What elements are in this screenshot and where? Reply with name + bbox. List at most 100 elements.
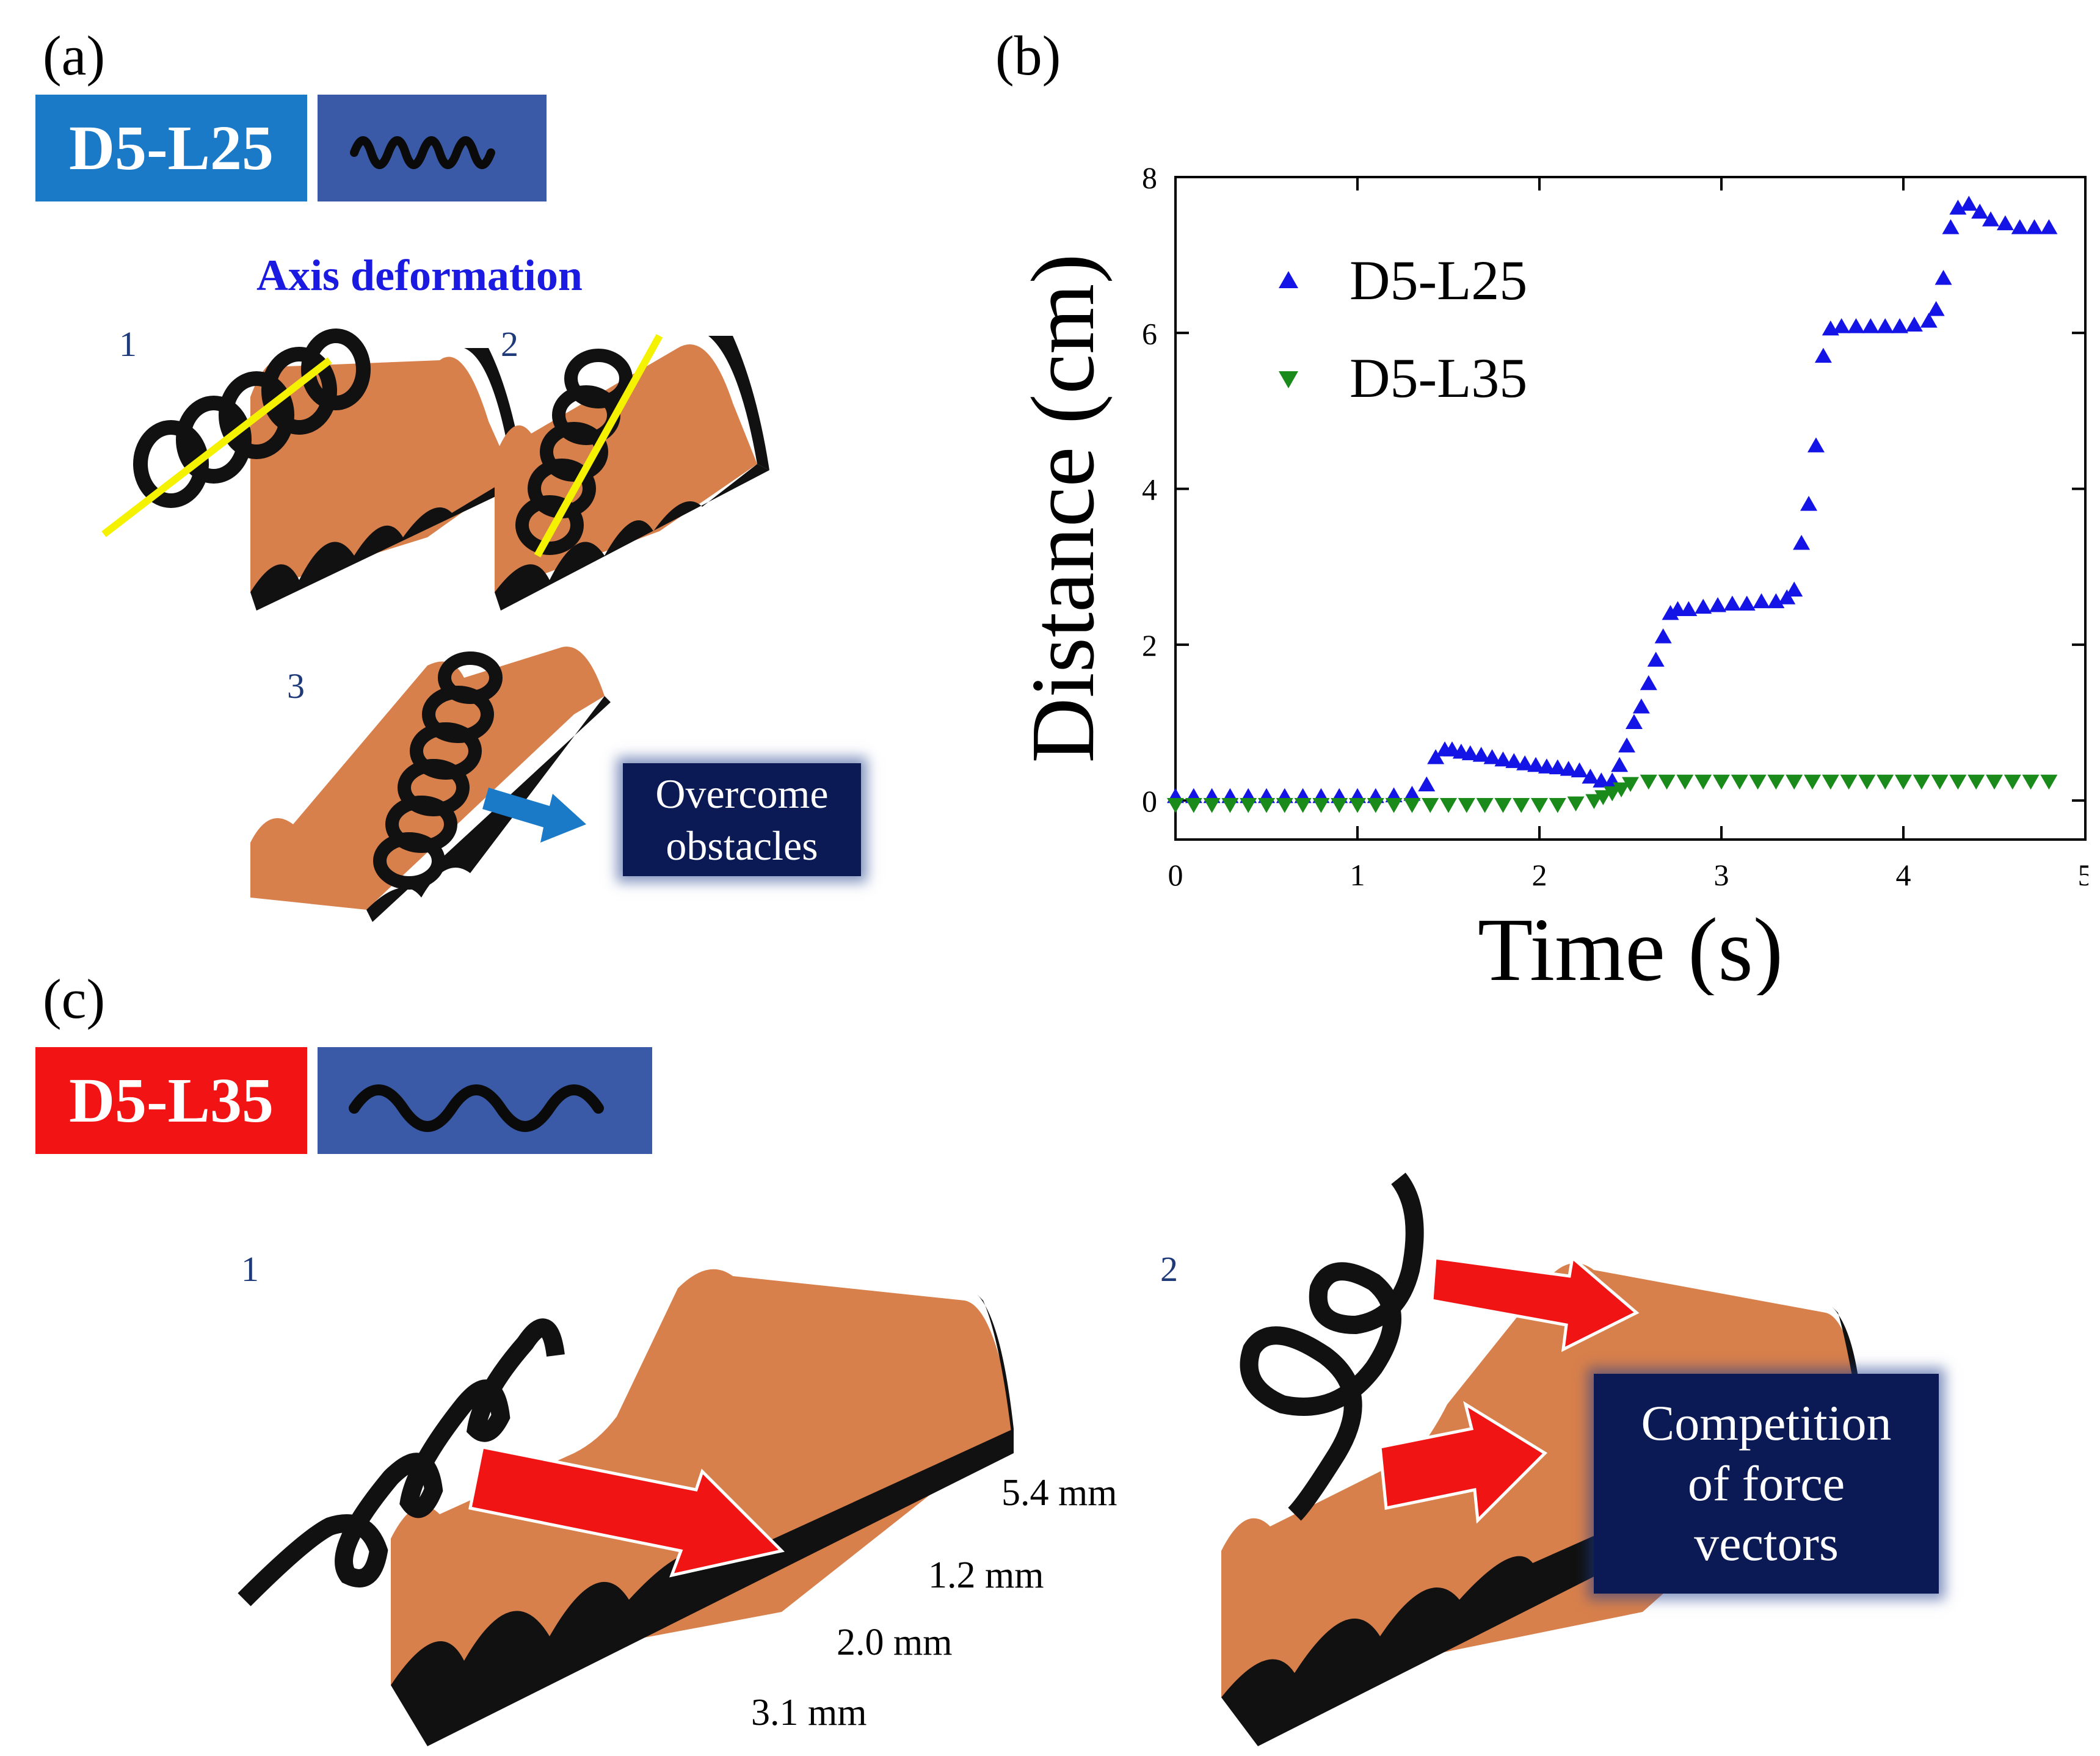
- series-0-point: [1571, 762, 1588, 778]
- axis-deformation-header: Axis deformation: [256, 251, 583, 300]
- obstacle-ridges: [250, 647, 611, 922]
- callout-line-1: Overcome: [655, 770, 829, 817]
- series-0-point: [2040, 219, 2058, 234]
- series-0-point: [1800, 496, 1818, 511]
- callout-line-3: vectors: [1694, 1515, 1839, 1572]
- series-0-point: [1527, 756, 1545, 772]
- series-0-point: [1960, 195, 1978, 211]
- force-arrow-icon: [468, 1445, 785, 1578]
- series-0-point: [1680, 601, 1698, 616]
- x-tick-label: 1: [1350, 858, 1365, 892]
- panel-c-step-2: 2: [1160, 1249, 1178, 1289]
- plot-frame: [1174, 176, 2087, 841]
- series-0-point: [1483, 749, 1501, 764]
- series-0-point: [2011, 219, 2029, 234]
- series-0-point: [1695, 598, 1712, 614]
- series-1-point: [1185, 798, 1202, 813]
- series-0-point: [1427, 749, 1445, 764]
- series-0-point: [1996, 215, 2014, 231]
- series-1-point: [1349, 798, 1366, 813]
- series-1-point: [1858, 774, 1876, 790]
- series-0-point: [1662, 604, 1679, 620]
- series-0-point: [1538, 758, 1555, 774]
- series-1-point: [1713, 774, 1730, 790]
- panel-a-step-3: 3: [287, 666, 305, 706]
- series-0-point: [1793, 534, 1811, 550]
- series-1-point: [1585, 794, 1603, 810]
- series-1-point: [1840, 774, 1858, 790]
- series-0-point: [1891, 318, 1909, 333]
- helix-coil: [515, 349, 633, 555]
- panel-c-letter: (c): [43, 968, 106, 1030]
- series-1-point: [1513, 798, 1530, 813]
- series-0-point: [1582, 768, 1599, 784]
- series-1-point: [1913, 774, 1930, 790]
- series-0-point: [1611, 756, 1629, 772]
- x-tick-label: 4: [1896, 858, 1911, 892]
- legend-label-1: D5-L35: [1350, 347, 1527, 409]
- series-0-point: [1905, 316, 1923, 332]
- series-0-point: [1709, 597, 1727, 612]
- series-1-point: [1658, 774, 1676, 790]
- y-axis-label: Distance (cm): [1013, 253, 1113, 763]
- panel-c-step-1: 1: [241, 1249, 259, 1289]
- force-arrow-icon-upper: [1430, 1255, 1640, 1352]
- series-0-point: [1418, 776, 1436, 792]
- series-0-point: [1927, 301, 1945, 316]
- series-1-point: [1167, 798, 1184, 813]
- series-0-point: [1786, 581, 1803, 597]
- panel-a-step-1-illustration: [101, 328, 525, 611]
- x-axis-label: Time (s): [1478, 900, 1783, 995]
- series-1-point: [1986, 774, 2003, 790]
- series-0-point: [1618, 737, 1636, 753]
- series-0-point: [1640, 675, 1657, 691]
- series-0-point: [1942, 219, 1960, 234]
- helix-coil: [1240, 1172, 1424, 1521]
- series-1-point: [1403, 798, 1421, 813]
- series-1-point: [1622, 777, 1639, 793]
- series-0-point: [1723, 595, 1741, 611]
- series-1-point: [1567, 796, 1585, 812]
- series-1-point: [1422, 798, 1439, 813]
- helix-coil: [133, 328, 371, 508]
- helix-axis-line: [101, 357, 332, 537]
- overcome-obstacles-callout: Overcome obstacles: [623, 763, 861, 876]
- series-1-point: [1440, 798, 1457, 813]
- series-0-point: [1516, 755, 1534, 771]
- series-1-point: [1613, 782, 1630, 798]
- obstacle-ridges: [495, 336, 769, 611]
- series-1-point: [1877, 774, 1894, 790]
- series-0-point: [1669, 601, 1687, 616]
- series-0-point: [1654, 628, 1672, 644]
- overcome-arrow-icon: [482, 788, 586, 843]
- series-1-point: [1385, 798, 1403, 813]
- series-1-point: [2022, 774, 2040, 790]
- y-tick-label: 0: [1142, 784, 1157, 818]
- series-0-point: [2026, 219, 2043, 234]
- series-0-point: [1814, 347, 1832, 363]
- series-1-point: [1695, 774, 1712, 790]
- series-1-point: [1749, 774, 1767, 790]
- series-0-point: [1767, 593, 1785, 609]
- series-0-point: [1862, 318, 1880, 333]
- panel-a-step-2-illustration: [495, 334, 769, 611]
- series-0-point: [1935, 269, 1952, 285]
- dimension-label-1: 5.4 mm: [1001, 1472, 1117, 1514]
- series-1-point: [1594, 790, 1612, 805]
- series-1-point: [1494, 798, 1512, 813]
- x-tick-label: 2: [1532, 858, 1547, 892]
- series-1-point: [1240, 798, 1257, 813]
- callout-line-2: obstacles: [666, 822, 818, 869]
- series-0-point: [1833, 318, 1850, 333]
- series-1-point: [1294, 798, 1312, 813]
- dimension-label-3: 2.0 mm: [837, 1622, 953, 1663]
- y-tick-label: 2: [1142, 628, 1157, 662]
- series-0-point: [1982, 211, 2000, 227]
- callout-line-2: of force: [1687, 1455, 1845, 1511]
- series-1-point: [1731, 774, 1748, 790]
- panel-a-step-1: 1: [119, 324, 137, 364]
- callout-line-1: Competition: [1641, 1395, 1892, 1451]
- series-1-point: [1203, 798, 1221, 813]
- series-0-point: [1807, 437, 1825, 452]
- series-1-point: [1604, 786, 1621, 802]
